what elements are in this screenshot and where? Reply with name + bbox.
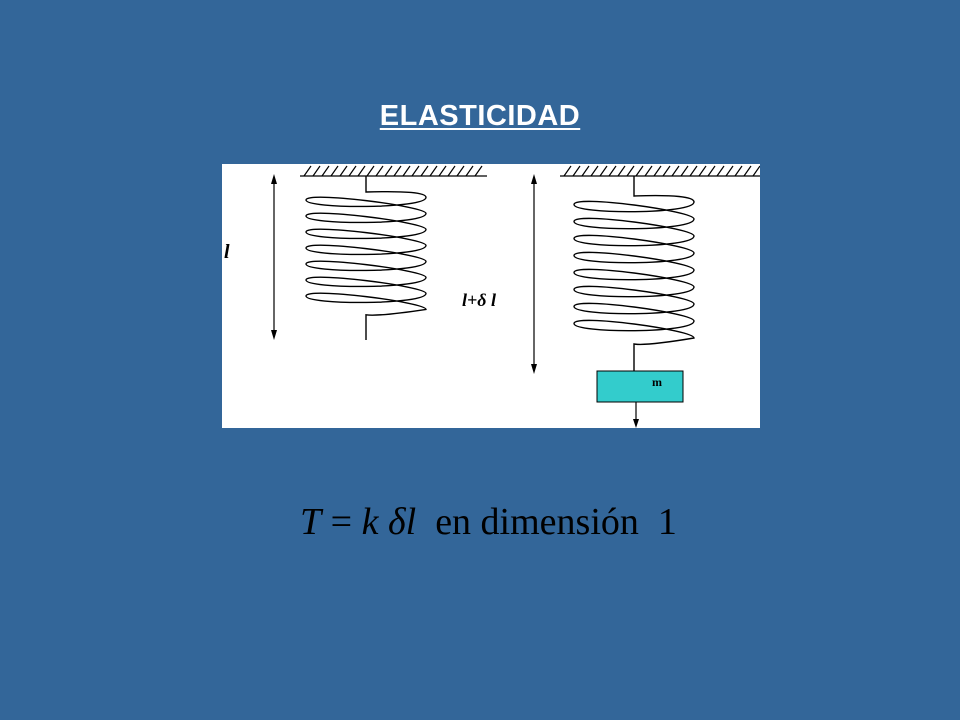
left-spring	[305, 176, 427, 340]
formula-equals: =	[330, 501, 353, 543]
formula-tension: T	[300, 501, 322, 543]
spring-diagram: l l+δ l m	[222, 164, 760, 428]
formula-k: k	[361, 501, 379, 543]
right-ceiling	[560, 165, 760, 177]
right-length-label: l+δ l	[462, 290, 496, 310]
elasticity-formula: T = k δl en dimensión 1	[300, 500, 680, 550]
formula-delta-l: δl	[387, 501, 417, 543]
left-length-arrow	[271, 174, 277, 340]
mass-block	[596, 370, 684, 403]
left-length-label: l	[224, 241, 230, 263]
formula-text: en dimensión	[435, 501, 639, 543]
weight-arrow	[633, 402, 639, 428]
left-ceiling	[300, 165, 487, 177]
right-spring	[573, 176, 695, 371]
right-length-arrow	[531, 174, 537, 374]
slide-title: ELASTICIDAD	[379, 100, 581, 132]
formula-dimension: 1	[657, 501, 677, 543]
mass-label: m	[652, 375, 662, 389]
